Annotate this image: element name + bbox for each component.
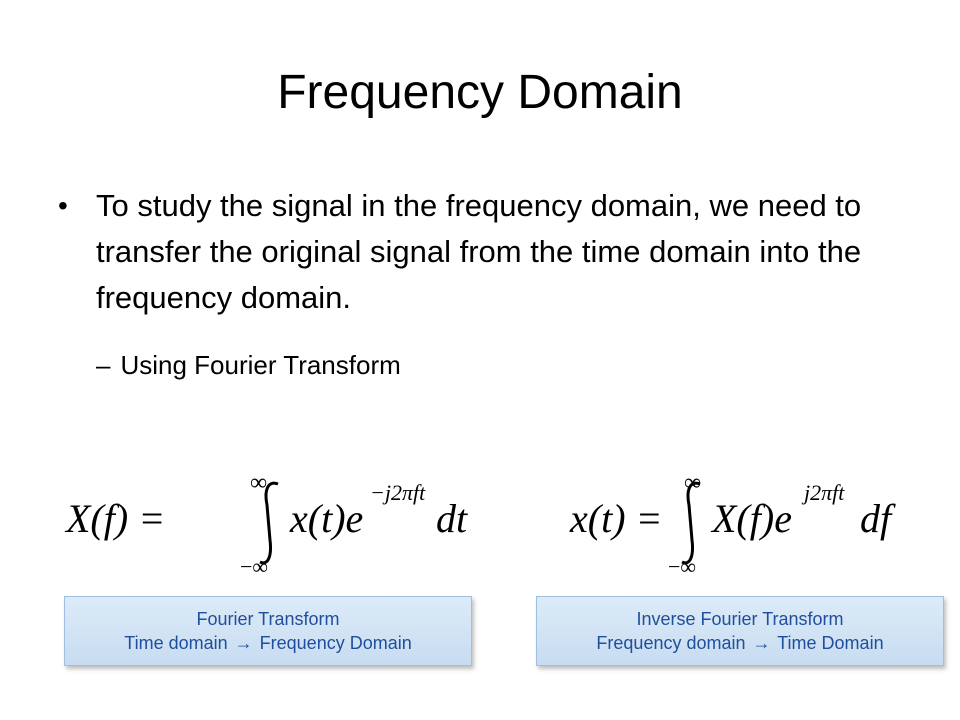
- inverse-fourier-transform-equation: x(t) = ∞ −∞ X(f)e j2πft df: [568, 470, 908, 580]
- inverse-differential: df: [860, 496, 896, 541]
- integral-sign-icon: [259, 481, 279, 565]
- forward-lhs: X(f) =: [64, 496, 165, 541]
- forward-lower-limit: −∞: [240, 554, 268, 579]
- fourier-box-subtitle: Time domain → Frequency Domain: [65, 631, 471, 655]
- sub-bullet: –Using Fourier Transform: [96, 345, 401, 385]
- inverse-fourier-transform-label-box: Inverse Fourier Transform Frequency doma…: [536, 596, 944, 666]
- arrow-right-icon: →: [234, 633, 253, 653]
- bullet-text: To study the signal in the frequency dom…: [96, 188, 862, 315]
- fourier-box-from: Time domain: [124, 633, 228, 653]
- inverse-box-subtitle: Frequency domain → Time Domain: [537, 631, 943, 655]
- forward-exponent: −j2πft: [370, 480, 426, 505]
- inverse-box-to: Time Domain: [777, 633, 884, 653]
- forward-upper-limit: ∞: [250, 470, 267, 496]
- inverse-equation-svg: x(t) = ∞ −∞ X(f)e j2πft df: [569, 470, 896, 579]
- forward-integrand: x(t)e: [289, 496, 363, 541]
- fourier-equation-svg: X(f) = ∞ −∞ x(t)e −j2πft dt: [64, 470, 468, 579]
- fourier-transform-label-box: Fourier Transform Time domain → Frequenc…: [64, 596, 472, 666]
- slide-title: Frequency Domain: [277, 66, 683, 119]
- bullet-dot-icon: •: [58, 190, 68, 221]
- sub-bullet-text: Using Fourier Transform: [120, 350, 401, 380]
- fourier-transform-equation: X(f) = ∞ −∞ x(t)e −j2πft dt: [64, 470, 468, 580]
- inverse-lhs: x(t) =: [569, 496, 663, 541]
- inverse-integrand: X(f)e: [710, 496, 792, 541]
- integral-sign-icon: [681, 481, 701, 565]
- bullet-point: • To study the signal in the frequency d…: [58, 183, 898, 321]
- inverse-box-from: Frequency domain: [596, 633, 746, 653]
- dash-icon: –: [96, 350, 111, 380]
- arrow-right-icon: →: [752, 633, 771, 653]
- inverse-box-title: Inverse Fourier Transform: [636, 609, 844, 629]
- fourier-box-title: Fourier Transform: [196, 609, 340, 629]
- inverse-exponent: j2πft: [801, 480, 845, 505]
- fourier-box-to: Frequency Domain: [259, 633, 412, 653]
- inverse-lower-limit: −∞: [668, 554, 696, 579]
- forward-differential: dt: [436, 496, 468, 541]
